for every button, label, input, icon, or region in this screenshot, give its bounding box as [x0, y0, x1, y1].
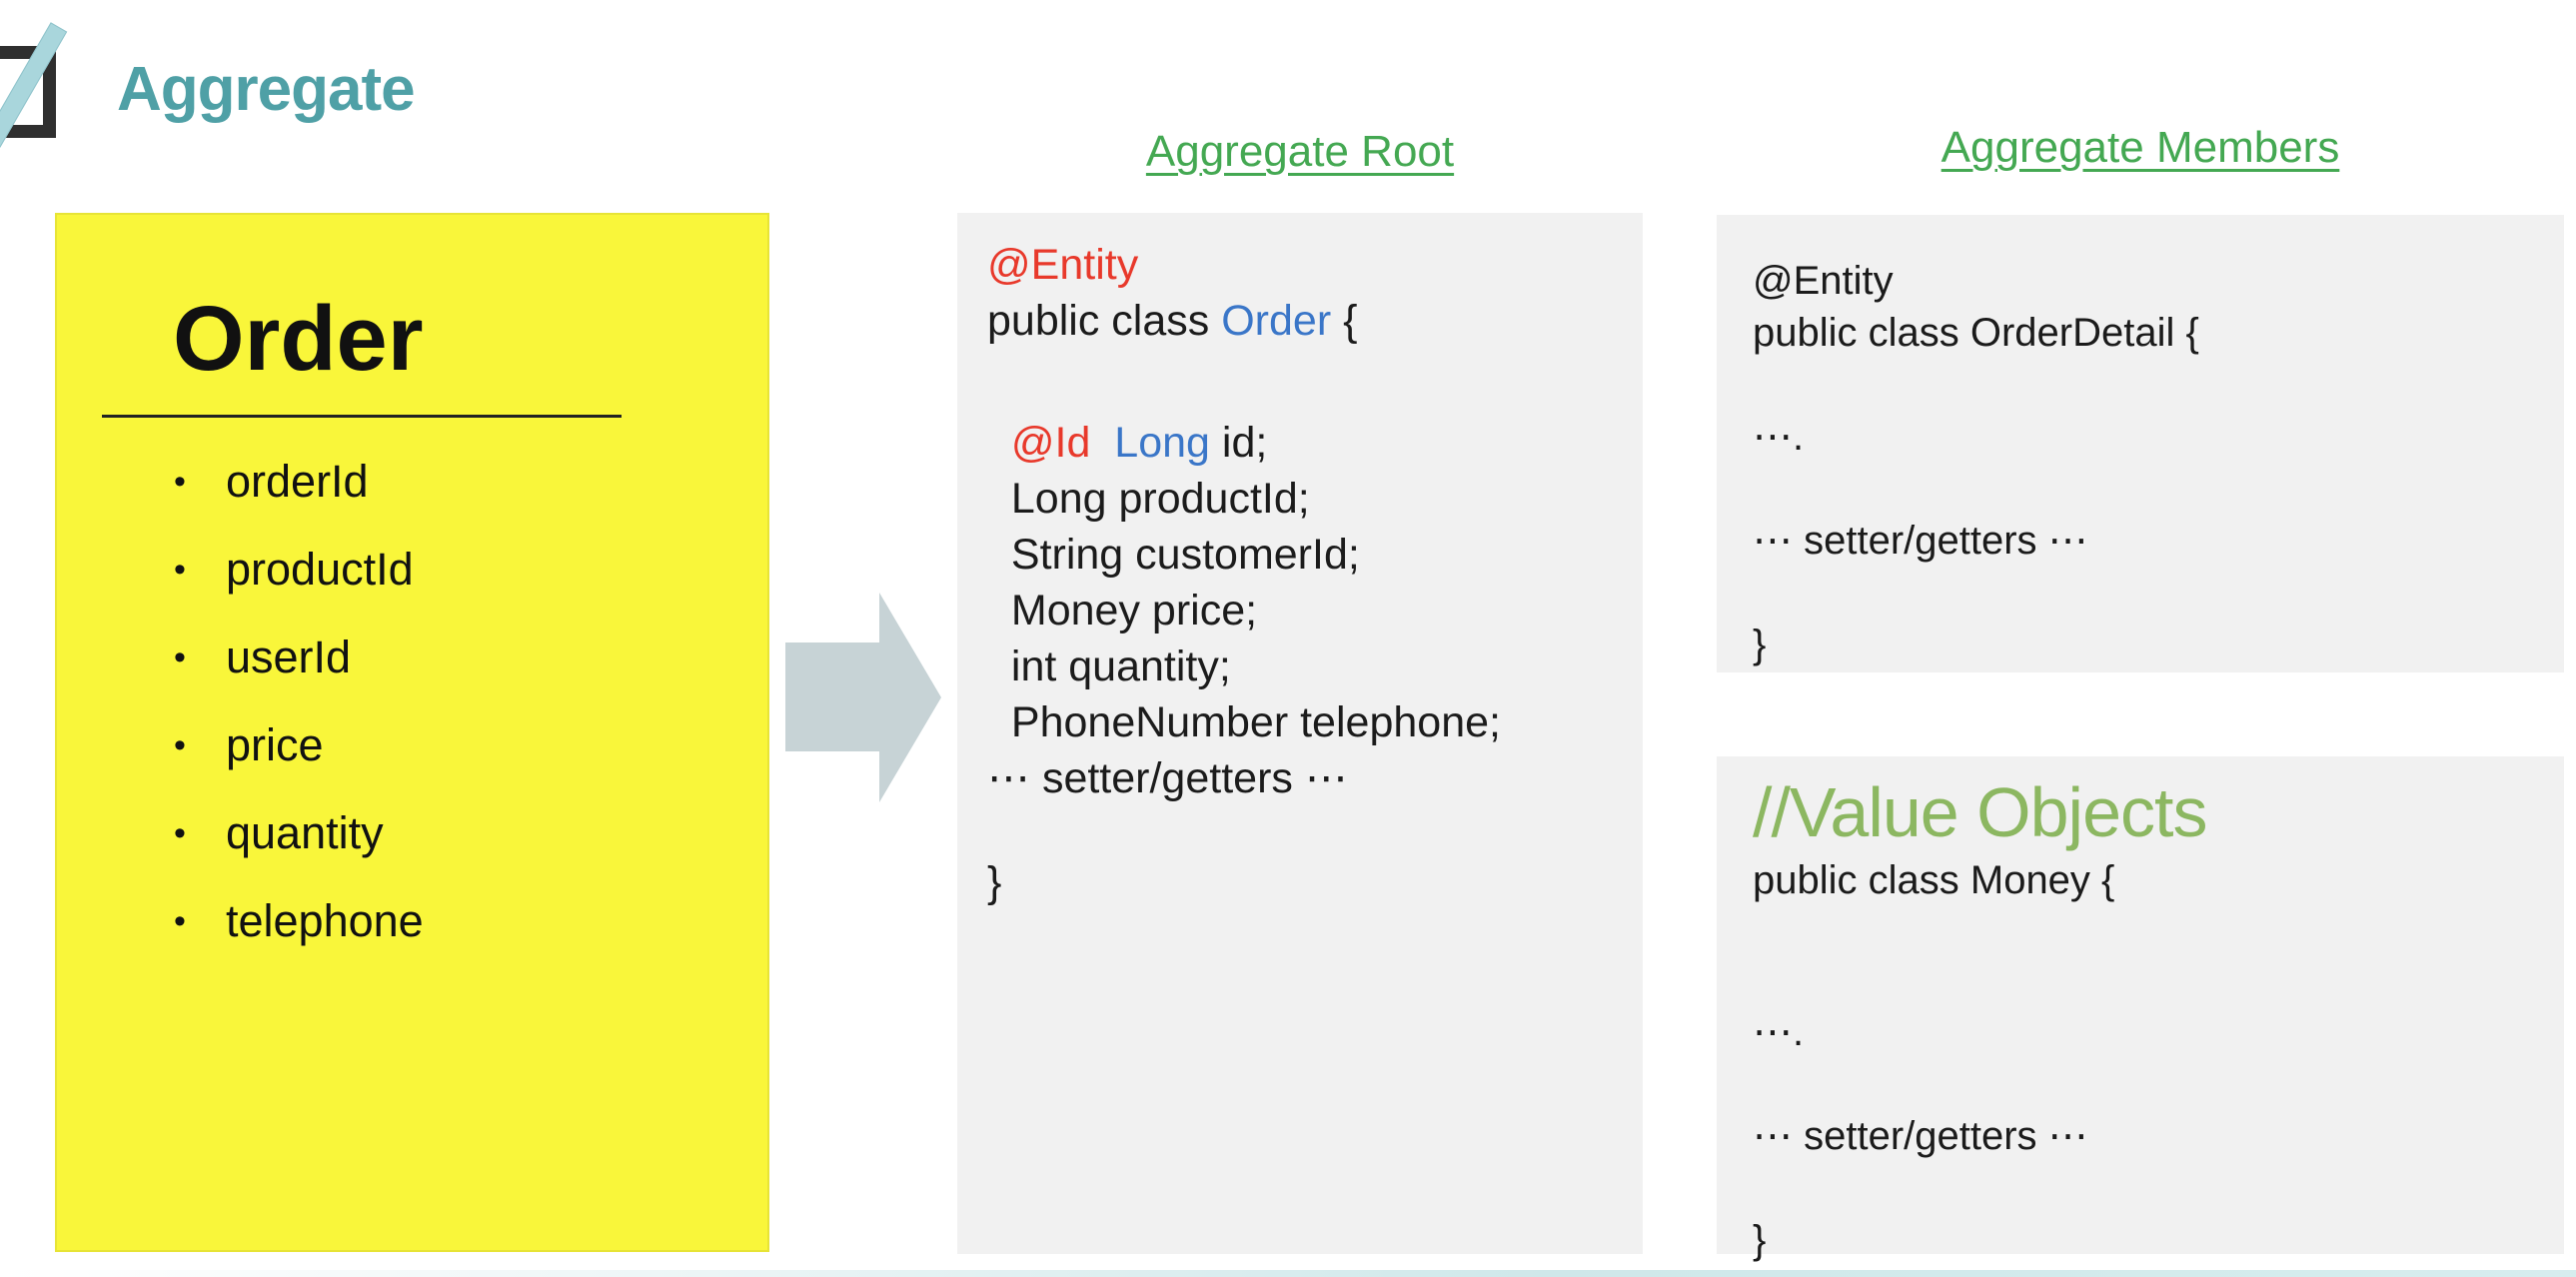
code-line	[1753, 463, 2554, 515]
code-line	[1753, 567, 2554, 619]
aggregate-members-entity-panel: @Entity public class OrderDetail { ⋯. ⋯ set…	[1717, 215, 2564, 672]
code-token: ⋯ setter/getters ⋯	[1753, 1114, 2088, 1158]
aggregate-members-heading: Aggregate Members	[1940, 123, 2340, 172]
order-item: price	[174, 701, 767, 789]
aggregate-root-heading: Aggregate Root	[1145, 127, 1455, 176]
code-line: public class Order {	[987, 293, 1633, 349]
code-line	[987, 349, 1633, 415]
code-token: }	[1753, 1218, 1767, 1262]
order-item: userId	[174, 614, 767, 701]
code-token: Long	[1090, 419, 1210, 467]
code-line: ⋯ setter/getters ⋯	[1753, 1110, 2554, 1162]
checkbox-check-icon	[0, 0, 130, 160]
code-line: }	[1753, 619, 2554, 670]
code-line: @Id Long id;	[987, 415, 1633, 471]
code-line: @Entity	[1753, 255, 2554, 307]
code-token: public class Money {	[1753, 858, 2115, 902]
arrow-right-icon	[785, 593, 941, 802]
code-token: @Id	[987, 419, 1091, 467]
code-line: Long productId;	[987, 471, 1633, 527]
code-line	[1753, 906, 2554, 1006]
code-token: }	[987, 858, 1002, 906]
code-line: Money price;	[987, 583, 1633, 638]
code-token: Order	[1221, 297, 1332, 345]
code-line	[1753, 1058, 2554, 1110]
code-token: Money price;	[987, 587, 1258, 635]
code-line: int quantity;	[987, 638, 1633, 694]
code-token: {	[1331, 297, 1358, 345]
code-line: }	[1753, 1214, 2554, 1266]
code-line: ⋯ setter/getters ⋯	[987, 750, 1633, 806]
order-item: orderId	[174, 438, 767, 526]
order-item: quantity	[174, 789, 767, 877]
code-line: ⋯ setter/getters ⋯	[1753, 515, 2554, 567]
order-card-title: Order	[173, 288, 424, 390]
code-line	[1753, 1162, 2554, 1214]
code-token: int quantity;	[987, 642, 1231, 690]
code-token: id;	[1209, 419, 1268, 467]
order-item: telephone	[174, 877, 767, 965]
code-token: PhoneNumber telephone;	[987, 698, 1501, 746]
code-token: ⋯ setter/getters ⋯	[987, 754, 1348, 802]
code-token: public class	[987, 297, 1222, 345]
code-token: @Entity	[1753, 259, 1894, 303]
value-objects-panel: //Value Objects public class Money { ⋯. ⋯ …	[1717, 756, 2564, 1262]
code-token: @Entity	[987, 241, 1139, 289]
code-line: public class Money {	[1753, 854, 2554, 906]
code-line: }	[987, 854, 1633, 910]
value-objects-title: //Value Objects	[1753, 773, 2208, 851]
code-line	[987, 806, 1633, 854]
bottom-accent-strip	[0, 1270, 2576, 1277]
code-token: public class OrderDetail {	[1753, 311, 2199, 355]
code-line	[1753, 359, 2554, 411]
order-card: Order orderId productId userId price qua…	[55, 213, 769, 1252]
code-token: }	[1753, 623, 1767, 666]
code-line: public class OrderDetail {	[1753, 307, 2554, 359]
code-line: @Entity	[987, 237, 1633, 293]
code-token: String customerId;	[987, 531, 1360, 579]
order-field-list: orderId productId userId price quantity …	[57, 438, 767, 965]
value-objects-code: public class Money { ⋯. ⋯ setter/getters ⋯…	[1753, 854, 2554, 1266]
code-token: ⋯ setter/getters ⋯	[1753, 519, 2088, 563]
order-item: productId	[174, 526, 767, 614]
code-line: String customerId;	[987, 527, 1633, 583]
code-line: ⋯.	[1753, 1006, 2554, 1058]
code-line: PhoneNumber telephone;	[987, 694, 1633, 750]
code-token: Long productId;	[987, 475, 1310, 523]
code-token: ⋯.	[1753, 415, 1805, 459]
page-title: Aggregate	[117, 55, 416, 124]
code-line: ⋯.	[1753, 411, 2554, 463]
code-token: ⋯.	[1753, 1010, 1805, 1054]
order-card-divider	[102, 415, 622, 418]
